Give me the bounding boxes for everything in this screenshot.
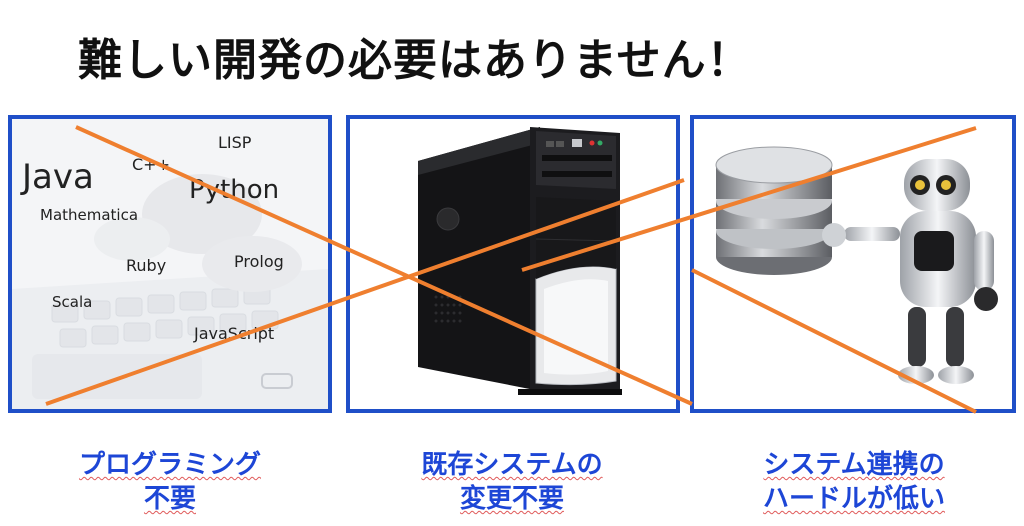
- cross-line-left-upward: [45, 178, 685, 406]
- caption-programming: プログラミング 不要: [20, 448, 320, 516]
- caption-system-integration: システム連携の ハードルが低い: [704, 448, 1004, 516]
- caption-right-line1: システム連携の: [763, 450, 945, 480]
- lang-lisp: LISP: [218, 133, 252, 152]
- lang-java: Java: [22, 157, 94, 197]
- lang-mathematica: Mathematica: [40, 206, 139, 224]
- system-integration-panel: [690, 115, 1016, 413]
- caption-left-line2: 不要: [143, 484, 196, 514]
- cross-line-left-to-middle: [75, 125, 693, 406]
- page-title: 難しい開発の必要はありません！: [78, 35, 752, 86]
- lang-javascript: JavaScript: [194, 324, 275, 343]
- lang-scala: Scala: [52, 293, 93, 311]
- caption-existing-system: 既存システムの 変更不要: [362, 448, 662, 516]
- database-icon: [715, 146, 833, 275]
- database-robot-image: [715, 146, 998, 384]
- caption-middle-line2: 変更不要: [459, 484, 564, 514]
- cross-line-right-downward: [691, 268, 977, 414]
- existing-system-panel: [346, 115, 680, 413]
- cross-line-right-upward: [521, 126, 977, 272]
- lang-ruby: Ruby: [126, 256, 167, 275]
- pc-tower-image: [418, 127, 622, 395]
- robot-icon: [822, 159, 998, 384]
- caption-middle-line1: 既存システムの: [421, 450, 603, 480]
- caption-left-line1: プログラミング: [78, 450, 261, 480]
- lang-cpp: C++: [132, 155, 170, 174]
- caption-right-line2: ハードルが低い: [762, 484, 945, 514]
- lang-prolog: Prolog: [234, 252, 284, 271]
